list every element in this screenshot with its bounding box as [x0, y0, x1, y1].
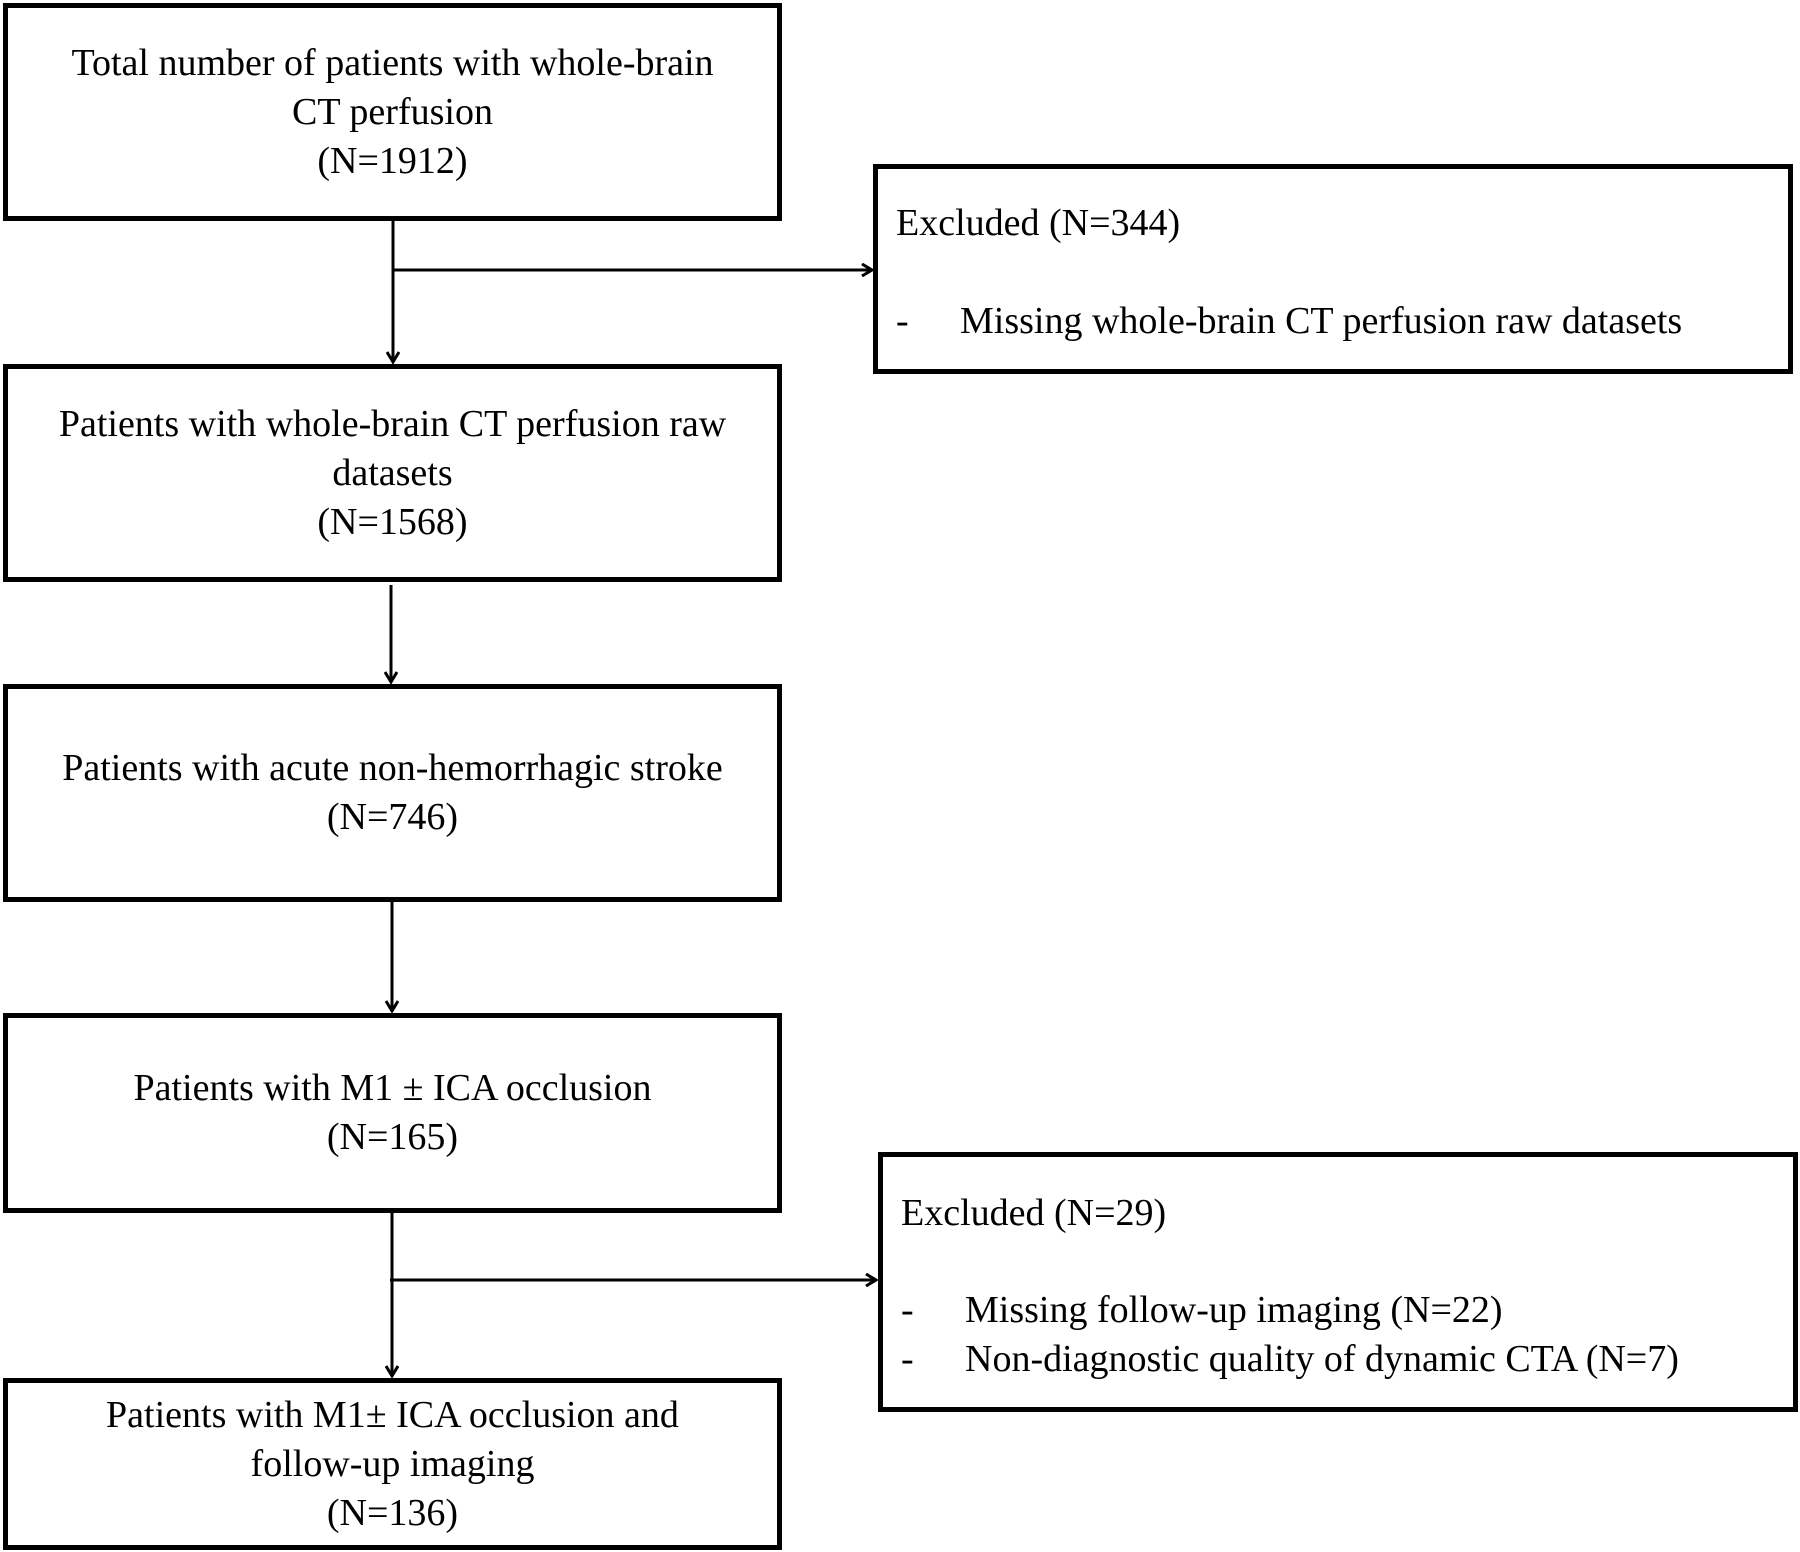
excluded-1-item: - Missing whole-brain CT perfusion raw da…: [896, 297, 1682, 346]
excluded-2-item-2-bullet: -: [901, 1338, 914, 1380]
excluded-1-item-text: Missing whole-brain CT perfusion raw dat…: [960, 300, 1683, 342]
box-m1-occlusion: Patients with M1 ± ICA occlusion (N=165): [3, 1013, 782, 1213]
box-raw-datasets: Patients with whole-brain CT perfusion r…: [3, 364, 782, 582]
excluded-2-item-2-text: Non-diagnostic quality of dynamic CTA (N…: [965, 1338, 1679, 1380]
box-total-patients: Total number of patients with whole-brai…: [3, 3, 782, 221]
box-excluded-2: Excluded (N=29) - Missing follow-up imagi…: [878, 1152, 1798, 1412]
box-raw-line-3: (N=1568): [317, 500, 468, 543]
excluded-2-item-1: - Missing follow-up imaging (N=22): [901, 1286, 1503, 1335]
excluded-2-item-1-text: Missing follow-up imaging (N=22): [965, 1289, 1503, 1331]
box-m1-line-2: (N=165): [326, 1116, 459, 1158]
excluded-1-item-bullet: -: [896, 300, 909, 342]
box-final-line-2: follow-up imaging: [250, 1442, 535, 1485]
box-final-line-1: Patients with M1± ICA occlusion and: [106, 1393, 679, 1436]
box-raw-line-2: datasets: [332, 451, 453, 494]
box-excluded-1: Excluded (N=344) - Missing whole-brain CT…: [873, 164, 1793, 374]
box-acute-line-2: (N=746): [326, 796, 459, 838]
box-total-line-3: (N=1912): [317, 139, 468, 182]
box-raw-line-1: Patients with whole-brain CT perfusion r…: [58, 402, 727, 445]
box-total-line-1: Total number of patients with whole-brai…: [71, 41, 714, 84]
box-m1-line-1: Patients with M1 ± ICA occlusion: [133, 1067, 652, 1109]
box-total-line-2: CT perfusion: [292, 90, 493, 133]
excluded-2-item-1-bullet: -: [901, 1289, 914, 1331]
excluded-2-item-2: - Non-diagnostic quality of dynamic CTA (…: [901, 1335, 1679, 1384]
box-final-line-3: (N=136): [326, 1491, 459, 1534]
excluded-2-title: Excluded (N=29): [901, 1192, 1167, 1234]
box-acute-line-1: Patients with acute non-hemorrhagic stro…: [62, 747, 723, 789]
box-acute-stroke: Patients with acute non-hemorrhagic stro…: [3, 684, 782, 902]
box-final-cohort: Patients with M1± ICA occlusion and foll…: [3, 1378, 782, 1550]
excluded-1-title: Excluded (N=344): [896, 202, 1181, 244]
